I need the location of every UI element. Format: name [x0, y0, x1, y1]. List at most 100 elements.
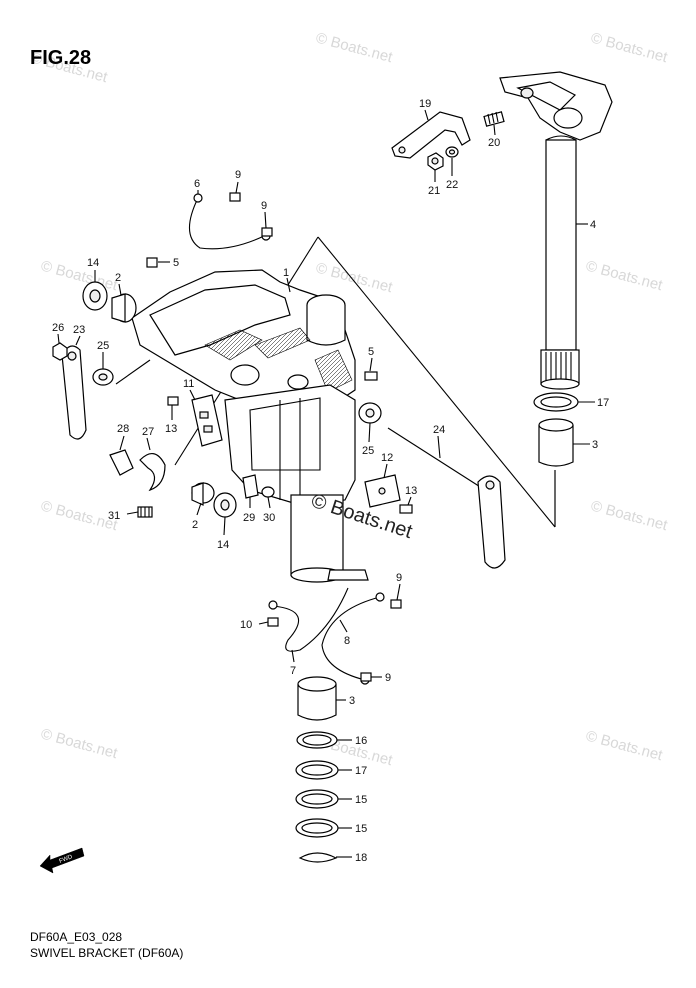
bolt-10: [267, 617, 279, 627]
bolt-5-b: [364, 371, 378, 381]
spacer-25-right: [358, 402, 382, 424]
washer-15-a: [295, 789, 339, 809]
callout-8: 8: [344, 635, 350, 647]
tilt-lever-23: [61, 345, 87, 440]
callout-17-top: 17: [597, 397, 609, 409]
callout-13-right: 13: [405, 485, 417, 497]
callout-21: 21: [428, 185, 440, 197]
watermark-text: © Boats.net: [589, 497, 670, 534]
callout-2-upper: 2: [115, 272, 121, 284]
clip-29: [242, 474, 259, 499]
bushing-2-upper: [111, 293, 137, 323]
callout-12: 12: [381, 452, 393, 464]
watermark-text: © Boats.net: [39, 725, 120, 762]
callout-10: 10: [240, 619, 252, 631]
spacer-25-left: [92, 368, 114, 386]
washer-17-lower: [295, 760, 339, 780]
plate-11: [191, 394, 223, 447]
stud-20: [483, 111, 505, 127]
callout-31: 31: [108, 510, 120, 522]
watermark-text: © Boats.net: [314, 259, 395, 296]
callout-7: 7: [290, 665, 296, 677]
callout-15-b: 15: [355, 823, 367, 835]
callout-29: 29: [243, 512, 255, 524]
footer-name: SWIVEL BRACKET (DF60A): [30, 946, 183, 960]
watermark-text: © Boats.net: [314, 29, 395, 66]
bushing-2-lower: [191, 482, 215, 506]
watermark-text: © Boats.net: [589, 29, 670, 66]
washer-17-top: [533, 392, 579, 412]
leader-lines: [57, 109, 595, 858]
figure-title: FIG.28: [30, 47, 91, 69]
washer-15-b: [295, 818, 339, 838]
seal-16: [296, 731, 338, 749]
callout-9-b: 9: [261, 200, 267, 212]
circlip-18: [298, 852, 338, 863]
steering-shaft-4: [499, 71, 613, 390]
bolt-9-c: [390, 599, 402, 609]
bolt-5-a: [146, 257, 158, 268]
bracket-19: [391, 111, 471, 159]
spring-27: [139, 453, 166, 492]
footer-code: DF60A_E03_028: [30, 930, 122, 944]
grease-nipple-31: [137, 506, 153, 518]
watermark-text: © Boats.net: [39, 257, 120, 294]
bolt-9-d: [360, 672, 372, 682]
callout-23: 23: [73, 324, 85, 336]
swivel-bracket-1: [131, 269, 369, 583]
lead-wire-8: [321, 592, 385, 685]
callout-26: 26: [52, 322, 64, 334]
callout-18: 18: [355, 852, 367, 864]
frame-line: [317, 236, 556, 528]
callout-5-b: 5: [368, 346, 374, 358]
callout-13-left: 13: [165, 423, 177, 435]
callout-3-top: 3: [592, 439, 598, 451]
callout-9-d: 9: [385, 672, 391, 684]
callout-14-lower: 14: [217, 539, 229, 551]
callouts: 19 20 21 22 4 17 3 6 9 9 5 1 14 2 26 23 …: [52, 98, 609, 864]
callout-14-upper: 14: [87, 257, 99, 269]
callout-25-left: 25: [97, 340, 109, 352]
bolt-13-right: [399, 504, 413, 514]
watermark-text: © Boats.net: [584, 257, 665, 294]
clip-28: [109, 449, 134, 476]
tilt-pin-24: [387, 427, 506, 569]
washer-30: [261, 486, 275, 498]
lead-wire-6: [188, 193, 271, 250]
callout-3-lower: 3: [349, 695, 355, 707]
callout-27: 27: [142, 426, 154, 438]
bolt-9-b: [261, 227, 273, 237]
callout-16: 16: [355, 735, 367, 747]
callout-9-c: 9: [396, 572, 402, 584]
washer-22: [445, 146, 459, 158]
plate-12: [364, 474, 401, 508]
callout-20: 20: [488, 137, 500, 149]
nut-21: [427, 152, 444, 171]
lead-wire-7: [268, 587, 349, 652]
fwd-label: FWD: [59, 854, 75, 865]
callout-1: 1: [283, 267, 289, 279]
callout-25-right: 25: [362, 445, 374, 457]
callout-2-lower: 2: [192, 519, 198, 531]
callout-4: 4: [590, 219, 596, 231]
callout-17-lower: 17: [355, 765, 367, 777]
bolt-9-a: [229, 192, 241, 202]
fwd-arrow-icon: FWD: [39, 847, 85, 874]
bushing-3-lower: [297, 676, 337, 721]
callout-6: 6: [194, 178, 200, 190]
callout-11: 11: [183, 378, 194, 390]
callout-19: 19: [419, 98, 431, 110]
washer-14-lower: [213, 492, 237, 518]
callout-22: 22: [446, 179, 458, 191]
callout-15-a: 15: [355, 794, 367, 806]
washer-14-upper: [82, 281, 108, 311]
callout-24: 24: [433, 424, 445, 436]
callout-28: 28: [117, 423, 129, 435]
watermark-text: © Boats.net: [584, 727, 665, 764]
bushing-3-top: [538, 418, 574, 467]
callout-5-a: 5: [173, 257, 179, 269]
callout-9-a: 9: [235, 169, 241, 181]
bolt-13-left: [167, 396, 179, 406]
callout-30: 30: [263, 512, 275, 524]
